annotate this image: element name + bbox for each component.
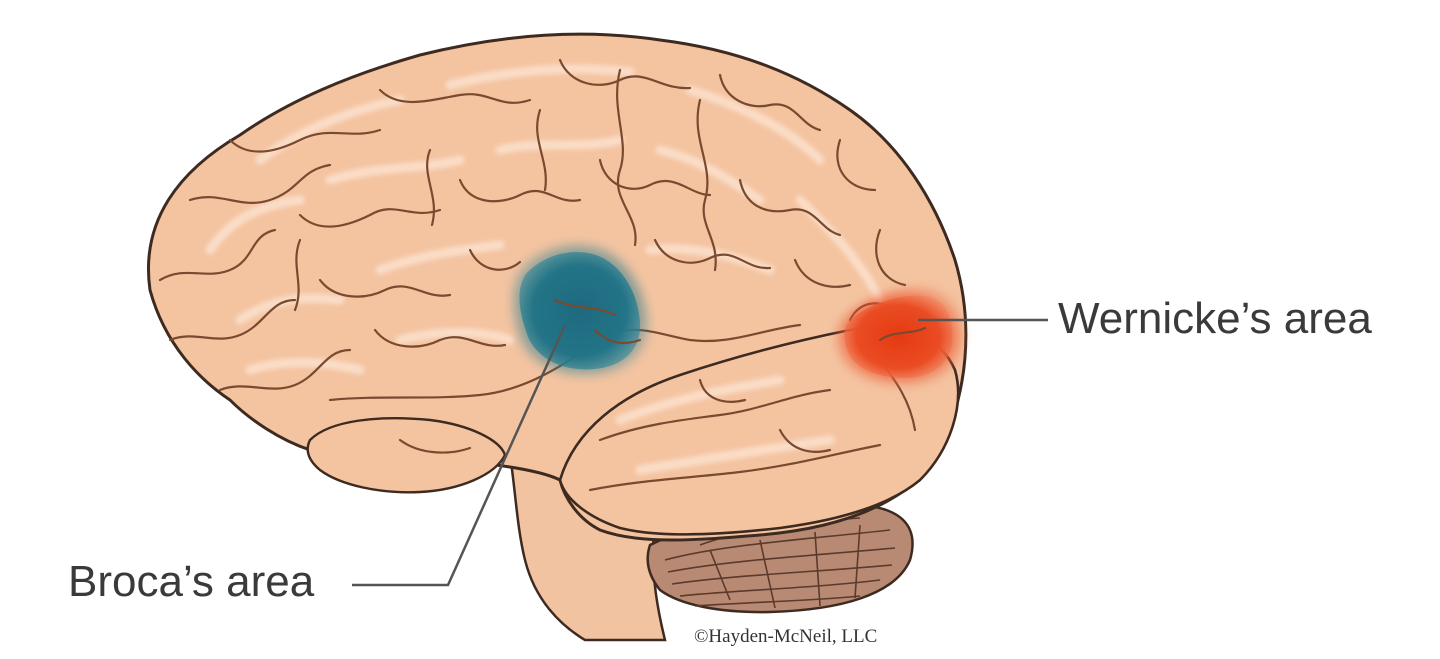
temporal-lobe [558,326,960,536]
wernicke-area-region [836,287,963,385]
broca-area-region [512,244,649,376]
orbital-lobe [306,417,507,494]
copyright-credit: ©Hayden-McNeil, LLC [694,626,877,647]
wernicke-label: Wernicke’s area [1058,294,1372,343]
broca-label: Broca’s area [68,557,315,606]
broca-leader-line [352,324,567,587]
